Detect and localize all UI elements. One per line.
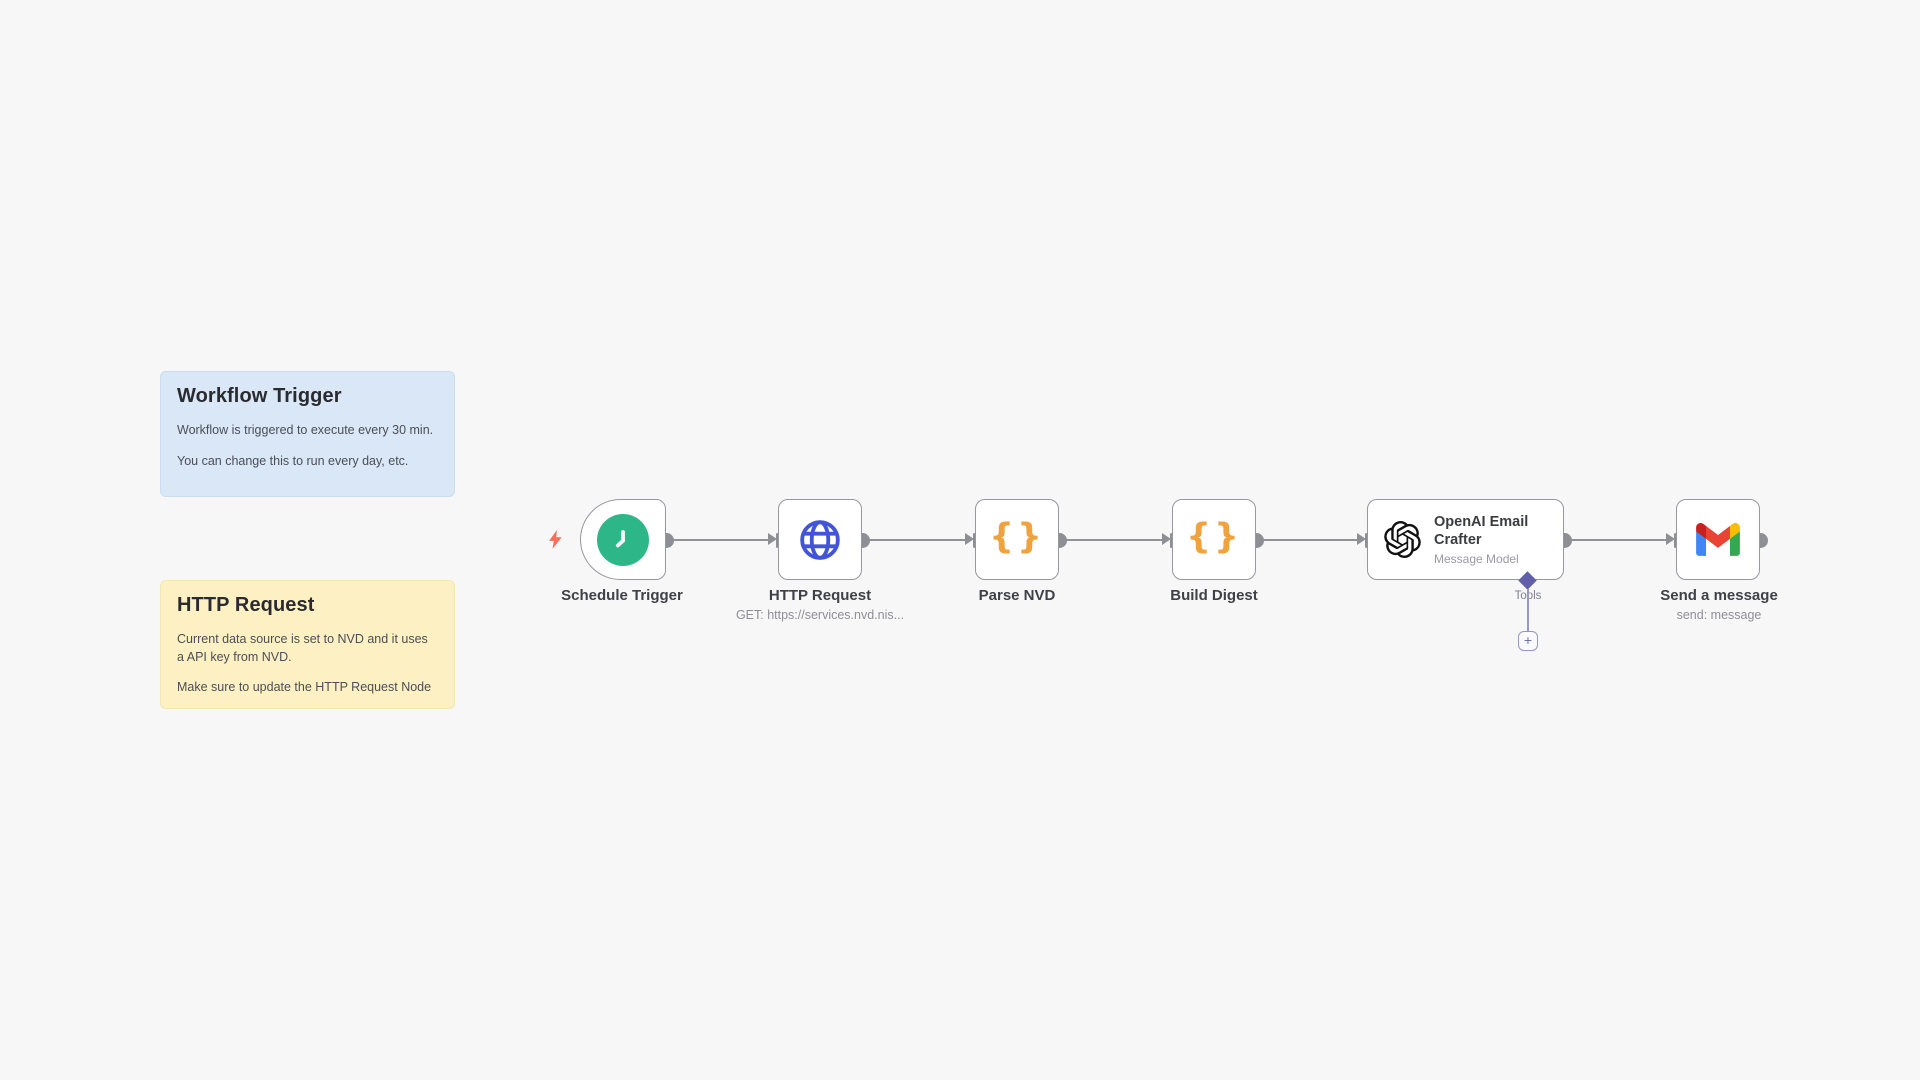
node-build-digest[interactable]: {} — [1172, 499, 1256, 580]
input-arrow-icon — [1666, 533, 1675, 545]
node-http-request[interactable] — [778, 499, 862, 580]
connection-parse-to-build — [1059, 538, 1163, 542]
node-label-http-request: HTTP Request — [768, 587, 872, 604]
gmail-icon — [1696, 523, 1740, 556]
node-label-build-digest: Build Digest — [1170, 587, 1258, 604]
node-sublabel-send-a-message: send: message — [1676, 608, 1762, 622]
sticky-note-paragraph: You can change this to run every day, et… — [177, 453, 409, 468]
sticky-note-title: Workflow Trigger — [177, 385, 342, 407]
node-label-parse-nvd: Parse NVD — [978, 587, 1056, 604]
connection-http-to-parse — [862, 538, 966, 542]
sticky-note-workflow-trigger[interactable]: Workflow Trigger Workflow is triggered t… — [160, 371, 455, 497]
add-tool-button[interactable]: + — [1518, 631, 1538, 651]
node-parse-nvd[interactable]: {} — [975, 499, 1059, 580]
node-send-a-message[interactable] — [1676, 499, 1760, 580]
sticky-note-title: HTTP Request — [177, 594, 315, 616]
sticky-note-paragraph: Current data source is set to NVD and it… — [177, 632, 428, 664]
connection-schedule-to-http — [666, 538, 769, 542]
input-arrow-icon — [768, 533, 777, 545]
node-subtitle-openai: Message Model — [1434, 552, 1519, 567]
tools-connector-line — [1527, 589, 1529, 631]
node-sublabel-http-request: GET: https://services.nvd.nis... — [735, 608, 905, 622]
input-arrow-icon — [1162, 533, 1171, 545]
sticky-note-paragraph: Workflow is triggered to execute every 3… — [177, 423, 434, 437]
connection-openai-to-gmail — [1564, 538, 1668, 542]
code-braces-icon: {} — [989, 517, 1045, 557]
connection-build-to-openai — [1256, 538, 1358, 542]
openai-icon — [1384, 521, 1421, 558]
trigger-bolt-icon — [548, 530, 563, 554]
input-arrow-icon — [1357, 533, 1366, 545]
node-label-send-a-message: Send a message — [1660, 587, 1778, 604]
node-openai-email-crafter[interactable]: OpenAI Email Crafter Message Model — [1367, 499, 1564, 580]
code-braces-icon: {} — [1186, 517, 1242, 557]
clock-icon — [597, 513, 649, 566]
node-title-openai: OpenAI Email Crafter — [1434, 513, 1529, 548]
sticky-note-paragraph: Make sure to update the HTTP Request Nod… — [177, 680, 432, 694]
sticky-note-http-request[interactable]: HTTP Request Current data source is set … — [160, 580, 455, 709]
input-arrow-icon — [965, 533, 974, 545]
node-schedule-trigger[interactable] — [580, 499, 666, 580]
globe-icon — [800, 519, 840, 560]
node-label-schedule-trigger: Schedule Trigger — [561, 587, 683, 604]
